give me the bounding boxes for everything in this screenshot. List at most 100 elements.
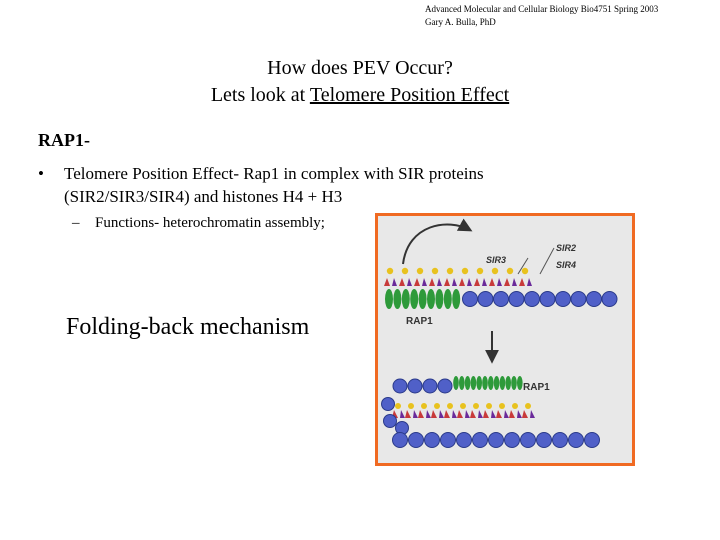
- sir3-protein: [446, 267, 454, 275]
- nucleosome: [493, 291, 509, 307]
- sir3-protein: [491, 267, 499, 275]
- nucleosome: [392, 432, 408, 448]
- sir3-protein: [499, 403, 505, 409]
- sir2-protein: [384, 278, 390, 286]
- sir4-protein: [482, 278, 487, 286]
- rap1-protein: [385, 289, 393, 309]
- sir2-protein: [474, 278, 480, 286]
- rap1-protein: [453, 376, 459, 390]
- sir4-protein: [437, 278, 442, 286]
- nucleosome: [408, 432, 424, 448]
- bullet-text: Telomere Position Effect- Rap1 in comple…: [64, 164, 484, 206]
- nucleosome: [568, 432, 584, 448]
- sir4-protein: [491, 410, 496, 418]
- nucleosome: [539, 291, 556, 307]
- sir3-protein: [416, 267, 424, 275]
- nucleosome: [381, 397, 395, 411]
- rap1-protein: [427, 289, 435, 309]
- folding-arrow-path: [402, 218, 473, 265]
- sir3-protein: [512, 403, 518, 409]
- sir3-pointer: [517, 257, 529, 275]
- nucleosome: [472, 432, 488, 448]
- sir4-protein: [467, 278, 472, 286]
- sir4-protein: [426, 410, 431, 418]
- slide-title-line2: Lets look at Telomere Position Effect: [0, 82, 720, 109]
- top-nucleosome-row: [462, 291, 618, 307]
- sir2-protein: [399, 278, 405, 286]
- sir3-protein: [460, 403, 466, 409]
- sir4-protein: [439, 410, 444, 418]
- rap1-protein: [418, 289, 427, 309]
- nucleosome: [440, 432, 456, 448]
- rap1-protein: [482, 376, 488, 390]
- sir4-protein: [413, 410, 418, 418]
- sir4-protein: [422, 278, 427, 286]
- sir3-protein: [434, 403, 440, 409]
- sir3-protein: [408, 403, 414, 409]
- nucleosome: [392, 378, 408, 394]
- sir2-protein: [414, 278, 420, 286]
- nucleosome: [584, 432, 600, 448]
- nucleosome: [407, 378, 423, 394]
- sir3-protein: [473, 403, 479, 409]
- sir3-protein: [447, 403, 453, 409]
- sir2-protein: [519, 278, 525, 286]
- rap1-protein: [499, 376, 506, 390]
- sir2-protein: [457, 410, 463, 418]
- rap1-label-top: RAP1: [406, 316, 433, 327]
- section-label: RAP1-: [38, 130, 90, 150]
- telomere-folding-diagram: SIR3 SIR2 SIR4 RAP1 RAP1: [381, 218, 618, 448]
- sir2-protein: [444, 410, 450, 418]
- sir4-protein: [465, 410, 470, 418]
- sir3-protein: [525, 403, 531, 409]
- nucleosome: [552, 432, 568, 448]
- sir3-protein: [395, 403, 401, 409]
- nucleosome: [437, 378, 453, 394]
- rap1-protein: [410, 289, 419, 309]
- nucleosome: [601, 291, 618, 307]
- rap1-label-bottom: RAP1: [523, 382, 550, 393]
- nucleosome: [570, 291, 587, 307]
- top-sir-proteins: [384, 267, 532, 286]
- sir3-protein: [506, 267, 514, 275]
- sir2-protein: [418, 410, 424, 418]
- sir4-protein: [517, 410, 522, 418]
- nucleosome: [456, 432, 472, 448]
- sir3-protein: [421, 403, 427, 409]
- sir2-protein: [405, 410, 411, 418]
- telomere-folding-figure: SIR3 SIR2 SIR4 RAP1 RAP1: [375, 213, 635, 466]
- nucleosome: [524, 291, 540, 307]
- sir2-pointer: [539, 247, 555, 275]
- nucleosome: [383, 414, 397, 428]
- bullet-marker: •: [38, 164, 44, 183]
- sir4-label: SIR4: [556, 260, 576, 270]
- sir4-protein: [512, 278, 517, 286]
- rap1-protein: [459, 376, 465, 390]
- rap1-protein: [493, 376, 500, 390]
- sir3-protein: [486, 403, 492, 409]
- sir2-protein: [470, 410, 476, 418]
- rap1-protein: [511, 376, 517, 390]
- sir3-protein: [431, 267, 439, 275]
- course-header-line1: Advanced Molecular and Cellular Biology …: [425, 4, 659, 14]
- folded-telomere: [381, 376, 600, 448]
- sir2-protein: [483, 410, 489, 418]
- slide-title: How does PEV Occur? Lets look at Telomer…: [0, 55, 720, 109]
- rap1-protein: [470, 376, 477, 390]
- sir2-protein: [509, 410, 515, 418]
- course-header: Advanced Molecular and Cellular Biology …: [425, 3, 717, 29]
- rap1-protein: [505, 376, 511, 390]
- rap1-protein: [401, 289, 410, 309]
- course-header-line2: Gary A. Bulla, PhD: [425, 17, 496, 27]
- rap1-protein: [452, 289, 461, 309]
- nucleosome: [520, 432, 536, 448]
- nucleosome: [508, 291, 525, 307]
- sir3-protein: [476, 267, 484, 275]
- sir4-protein: [452, 278, 457, 286]
- sub-bullet-marker: –: [72, 215, 80, 231]
- sir2-protein: [522, 410, 528, 418]
- rap1-protein: [393, 289, 402, 309]
- nucleosome: [462, 291, 478, 307]
- rap1-protein: [488, 376, 494, 390]
- rap1-protein: [476, 376, 482, 390]
